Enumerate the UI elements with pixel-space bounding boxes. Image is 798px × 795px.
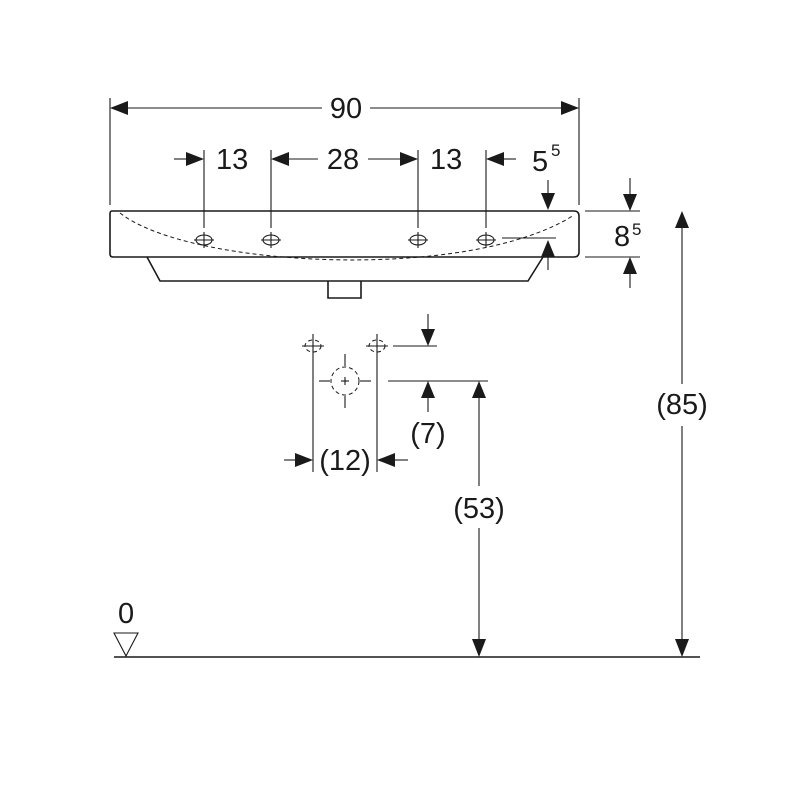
supply-point-icon-right	[366, 334, 388, 358]
floor-level: 0	[113, 598, 700, 658]
waste-height-label: (53)	[453, 493, 505, 525]
rim-height-label: 8	[614, 221, 630, 253]
dimension-total-height: (85)	[656, 211, 708, 657]
rim-height-superscript: 5	[632, 220, 641, 239]
dimension-rim-height: 8 5	[502, 178, 641, 288]
overall-width-label: 90	[330, 93, 362, 125]
dimension-waste-height: (53)	[453, 381, 505, 657]
floor-level-label: 0	[118, 598, 134, 630]
tap-hole-markers	[194, 232, 496, 248]
basin-outline	[109, 210, 580, 299]
level-triangle-icon	[113, 632, 139, 658]
hole-spacing-label: 28	[327, 144, 359, 176]
waste-outlet-icon	[319, 354, 371, 408]
dimension-waste-offset: (7)	[410, 314, 446, 450]
dimension-overall-width: 90	[109, 93, 580, 205]
supply-point-icon-left	[302, 334, 324, 358]
dimension-tap-hole-spacing: 13 28 13 5 5	[174, 141, 560, 228]
total-height-label: (85)	[656, 389, 708, 421]
tap-hole-icon-1	[194, 232, 214, 248]
tap-hole-icon-2	[261, 232, 281, 248]
left-edge-to-hole-label: 13	[216, 144, 248, 176]
dimension-waste-spacing: (12)	[284, 445, 408, 477]
right-edge-offset-label: 5	[532, 146, 548, 178]
waste-spacing-label: (12)	[319, 445, 371, 477]
waste-connection	[302, 334, 488, 472]
right-hole-gap-label: 13	[430, 144, 462, 176]
tap-hole-icon-3	[408, 232, 428, 248]
waste-offset-label: (7)	[410, 418, 445, 450]
right-edge-offset-superscript: 5	[551, 141, 560, 160]
tap-hole-icon-4	[476, 232, 496, 248]
